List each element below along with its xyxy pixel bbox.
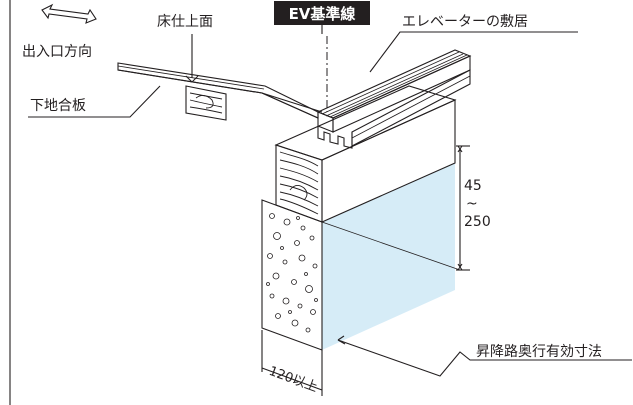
height-min-label: 45 <box>464 178 482 194</box>
concrete-aggregate <box>266 213 318 333</box>
floor-finish-surface-label: 床仕上面 <box>157 14 213 30</box>
timber-block <box>274 85 457 223</box>
ev-reference-tag: EV基準線 <box>274 1 370 34</box>
elevator-sill <box>316 49 472 149</box>
timber-end-grain <box>279 151 319 215</box>
height-tilde-label: ~ <box>466 196 478 212</box>
height-dimension: 45 ~ 250 <box>321 145 491 271</box>
height-max-label: 250 <box>464 214 491 230</box>
subfloor-plywood-label: 下地合板 <box>30 98 86 114</box>
floor-joist <box>185 85 227 121</box>
ev-tag-background <box>274 1 370 25</box>
ev-reference-line-label: EV基準線 <box>289 5 356 23</box>
concrete-wall <box>261 199 323 351</box>
floor-assembly <box>117 62 323 121</box>
width-min-label: 120以上 <box>267 364 320 395</box>
entrance-direction-label: 出入口方向 <box>22 44 92 60</box>
elevator-sill-label: エレベーターの敷居 <box>402 14 528 30</box>
subfloor-plywood-leader <box>28 85 161 118</box>
double-arrow-icon <box>41 3 97 24</box>
hoistway-space <box>322 163 455 350</box>
hoistway-leader <box>337 339 632 377</box>
hoistway-effective-dimension-label: 昇降路奥行有効寸法 <box>476 343 602 360</box>
hoistway-dimension: 昇降路奥行有効寸法 <box>337 335 632 377</box>
elevator-sill-leader <box>369 31 578 73</box>
width-dimension: 120以上 <box>261 330 323 396</box>
